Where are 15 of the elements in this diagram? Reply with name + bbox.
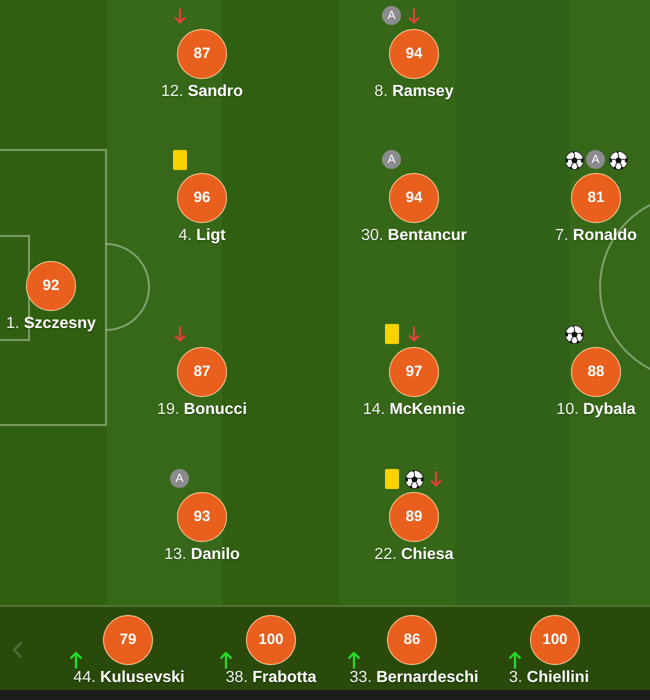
player-name: 14. McKennie [362, 401, 466, 419]
player-name: 4. Ligt [178, 227, 226, 245]
player-name: 44. Kulusevski [73, 669, 185, 687]
player-name: 13. Danilo [164, 546, 240, 564]
player-name: 33. Bernardeschi [350, 669, 478, 687]
player-name: 3. Chiellini [508, 669, 590, 687]
player-name: 8. Ramsey [374, 83, 454, 101]
player-name: 22. Chiesa [374, 546, 454, 564]
player-name: 7. Ronaldo [555, 227, 637, 245]
player-name: 38. Frabotta [226, 669, 316, 687]
player-name: 1. Szczesny [6, 315, 96, 333]
player-name: 30. Bentancur [361, 227, 467, 245]
player-name: 10. Dybala [556, 401, 636, 419]
player-name: 19. Bonucci [157, 401, 247, 419]
player-name: 12. Sandro [161, 83, 243, 101]
